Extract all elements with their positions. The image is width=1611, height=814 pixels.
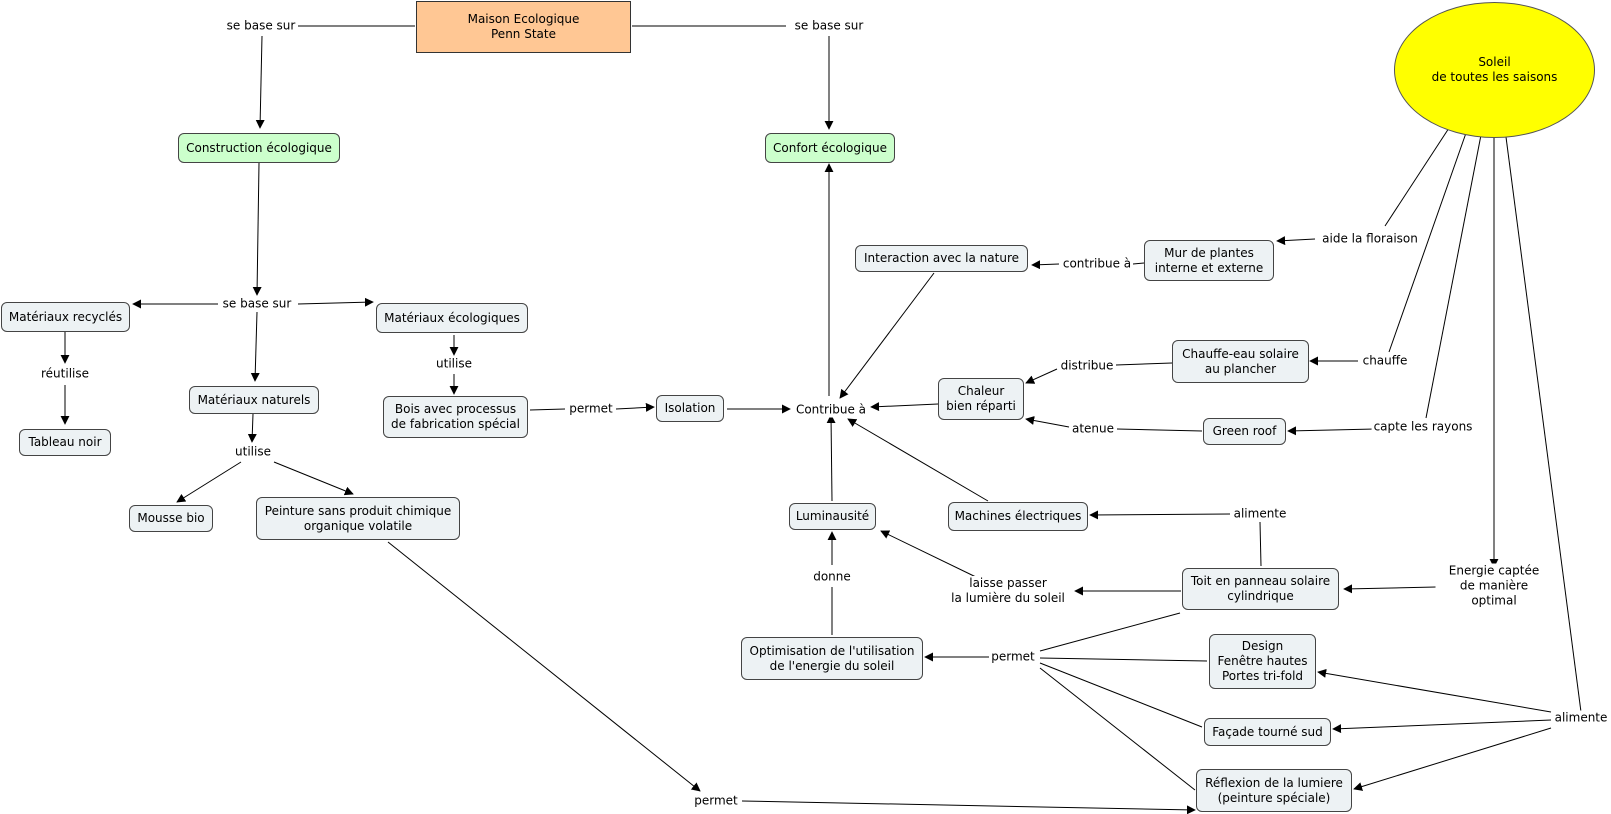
label-permet-bois: permet [567,401,615,417]
node-materiaux-recycles[interactable]: Matériaux recyclés [1,302,130,332]
label-se-base-sur-mid: se base sur [220,296,294,312]
node-design[interactable]: Design Fenêtre hautes Portes tri-fold [1209,634,1316,689]
label-capte-rayons: capte les rayons [1371,419,1475,435]
label-atenue: atenue [1069,421,1117,437]
node-chauffe-eau[interactable]: Chauffe-eau solaire au plancher [1172,340,1309,383]
node-green-roof[interactable]: Green roof [1203,418,1286,445]
label-contribue-a-mur: contribue à [1060,256,1134,272]
label-se-base-sur-right: se base sur [792,18,866,34]
node-toit-solaire[interactable]: Toit en panneau solaire cylindrique [1182,568,1339,610]
node-peinture[interactable]: Peinture sans produit chimique organique… [256,497,460,540]
label-permet-mid: permet [989,649,1037,665]
node-confort-ecologique[interactable]: Confort écologique [765,133,895,163]
label-permet-bottom: permet [692,793,740,809]
node-optimisation[interactable]: Optimisation de l'utilisation de l'energ… [741,637,923,680]
label-distribue: distribue [1058,358,1116,374]
label-laisse-passer: laisse passer la lumière du soleil [949,576,1067,606]
node-facade-sud[interactable]: Façade tourné sud [1204,718,1331,746]
label-utilise-ecologiques: utilise [434,356,474,372]
node-materiaux-naturels[interactable]: Matériaux naturels [189,386,319,414]
label-alimente-top: alimente [1231,506,1289,522]
node-luminausite[interactable]: Luminausité [789,503,876,530]
label-aide-floraison: aide la floraison [1320,231,1420,247]
label-contribue-a: Contribue à [793,402,869,418]
node-materiaux-ecologiques[interactable]: Matériaux écologiques [376,303,528,333]
label-se-base-sur-left: se base sur [224,18,298,34]
label-energie-captee: Energie captée de manière optimal [1435,563,1553,609]
label-reutilise: réutilise [39,366,91,382]
node-isolation[interactable]: Isolation [656,395,724,422]
label-chauffe: chauffe [1360,353,1410,369]
node-mousse-bio[interactable]: Mousse bio [129,505,213,532]
node-chaleur[interactable]: Chaleur bien réparti [938,378,1024,420]
node-bois[interactable]: Bois avec processus de fabrication spéci… [383,396,528,438]
label-utilise-naturels: utilise [233,444,273,460]
node-soleil[interactable]: Soleil de toutes les saisons [1394,2,1595,138]
node-maison-ecologique[interactable]: Maison Ecologique Penn State [416,1,631,53]
label-alimente-right: alimente [1552,710,1610,726]
label-donne: donne [811,569,853,585]
node-mur-de-plantes[interactable]: Mur de plantes interne et externe [1144,240,1274,281]
node-tableau-noir[interactable]: Tableau noir [19,429,111,456]
node-machines-electriques[interactable]: Machines électriques [948,502,1088,531]
node-reflexion-lumiere[interactable]: Réflexion de la lumiere (peinture spécia… [1196,769,1352,812]
node-construction-ecologique[interactable]: Construction écologique [178,133,340,163]
node-interaction-nature[interactable]: Interaction avec la nature [855,245,1028,272]
